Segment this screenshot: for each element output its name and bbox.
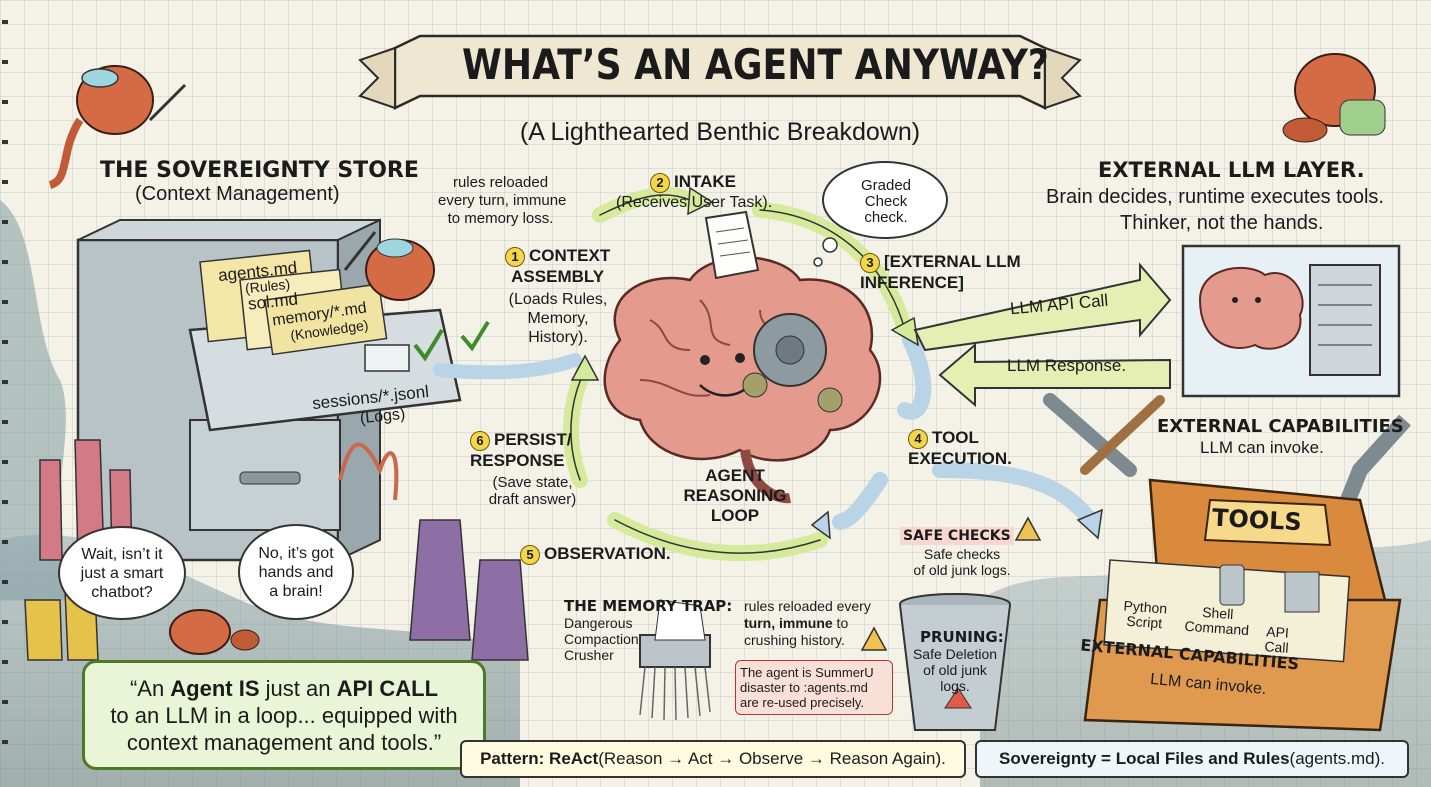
llm-response-label: LLM Response. xyxy=(1007,356,1126,376)
step-1-number: 1 xyxy=(505,247,525,267)
tool-python: Python Script xyxy=(1122,599,1168,632)
llm-layer-line1: Brain decides, runtime executes tools. xyxy=(1046,186,1384,209)
safe-checks-sub: Safe checks of old junk logs. xyxy=(892,546,1032,578)
step-1-title: CONTEXT ASSEMBLY xyxy=(511,246,610,286)
speech-bubble-right: No, it’s got hands and a brain! xyxy=(238,524,354,620)
loop-label: AGENT REASONING LOOP xyxy=(680,466,790,526)
memory-trap-sub: Dangerous Compaction Crusher xyxy=(564,615,639,663)
page-subtitle: (A Lighthearted Benthic Breakdown) xyxy=(440,118,1000,147)
memory-trap-rules-d: crushing history. xyxy=(744,632,845,648)
memory-trap-rules-c: to xyxy=(833,615,849,631)
step-3-title: [EXTERNAL LLM INFERENCE] xyxy=(860,252,1021,292)
pattern-bold: Pattern: ReAct xyxy=(480,749,598,769)
brain-illustration xyxy=(605,258,880,499)
memory-trap-rules: rules reloaded every turn, immune to cru… xyxy=(744,598,871,649)
step-1-heading: 1CONTEXT ASSEMBLY xyxy=(505,246,610,287)
quote-part-5: to an LLM in a loop... equipped with xyxy=(110,703,457,728)
step-6-number: 6 xyxy=(470,431,490,451)
check-icon-outside xyxy=(462,322,488,348)
sovereignty-footer-bold: Sovereignty = Local Files and Rules xyxy=(999,749,1290,769)
step-1-sub: (Loads Rules, Memory, History). xyxy=(508,290,608,347)
tools-label: TOOLS xyxy=(1211,504,1302,537)
quote-part-1: “An xyxy=(130,676,170,701)
step-6-heading: 6PERSIST/ RESPONSE xyxy=(470,430,571,471)
graded-bubble-text: Graded Check check. xyxy=(846,178,926,226)
pruning-heading: PRUNING: xyxy=(920,628,1004,646)
agent-definition-quote: “An Agent IS just an API CALL to an LLM … xyxy=(82,660,486,770)
speech-bubble-left: Wait, isn’t it just a smart chatbot? xyxy=(58,526,186,620)
step-3-heading: 3[EXTERNAL LLM INFERENCE] xyxy=(860,252,1021,293)
warning-icon-safe-checks xyxy=(1016,518,1040,540)
step-5-title: OBSERVATION. xyxy=(544,544,671,563)
pattern-box: Pattern: ReAct (Reason → Act → Observe →… xyxy=(460,740,966,778)
step-2-title: INTAKE xyxy=(674,172,736,191)
memory-trap-rules-b: turn, immune xyxy=(744,615,833,631)
page-title: WHAT’S AN AGENT ANYWAY? xyxy=(462,40,978,89)
sovereignty-sub: (Context Management) xyxy=(135,183,340,206)
task-document-icon xyxy=(706,212,758,278)
step-2-sub: (Receives User Task). xyxy=(616,193,772,212)
step-6-sub: (Save state, draft answer) xyxy=(480,474,585,508)
memory-trap-rules-a: rules reloaded every xyxy=(744,598,871,614)
step-4-heading: 4TOOL EXECUTION. xyxy=(908,428,1012,469)
sovereignty-footer-box: Sovereignty = Local Files and Rules (age… xyxy=(975,740,1409,778)
quote-part-4: API CALL xyxy=(337,676,438,701)
quote-part-3: just an xyxy=(260,676,337,701)
llm-server-box xyxy=(1183,246,1399,396)
pruning-sub: Safe Deletion of old junk logs. xyxy=(905,646,1005,694)
quote-part-2: Agent IS xyxy=(170,676,259,701)
safe-checks-heading: SAFE CHECKS xyxy=(900,527,1014,545)
sovereignty-footer-rest: (agents.md). xyxy=(1290,749,1385,769)
tool-shell: Shell Command xyxy=(1184,604,1251,638)
step-2-heading: 2INTAKE xyxy=(650,172,736,193)
memory-trap-warning: The agent is SummerU disaster to :agents… xyxy=(735,660,893,715)
quote-part-6: context management and tools.” xyxy=(127,730,441,755)
llm-layer-heading: EXTERNAL LLM LAYER. xyxy=(1098,158,1365,182)
capabilities-top-sub: LLM can invoke. xyxy=(1200,438,1324,458)
step-2-number: 2 xyxy=(650,173,670,193)
step-5-heading: 5OBSERVATION. xyxy=(520,544,671,565)
sovereignty-heading: THE SOVEREIGNTY STORE xyxy=(100,158,419,183)
shredder xyxy=(640,600,710,720)
pattern-rest: (Reason → Act → Observe → Reason Again). xyxy=(598,749,946,769)
step-3-number: 3 xyxy=(860,253,880,273)
step-5-number: 5 xyxy=(520,545,540,565)
memory-trap-heading: THE MEMORY TRAP: xyxy=(564,597,732,615)
step-4-number: 4 xyxy=(908,429,928,449)
capabilities-top-heading: EXTERNAL CAPABILITIES xyxy=(1157,416,1404,437)
llm-layer-line2: Thinker, not the hands. xyxy=(1120,212,1323,235)
rules-note-top: rules reloaded every turn, immune to mem… xyxy=(438,174,563,228)
lobster-top-right xyxy=(1283,54,1385,142)
